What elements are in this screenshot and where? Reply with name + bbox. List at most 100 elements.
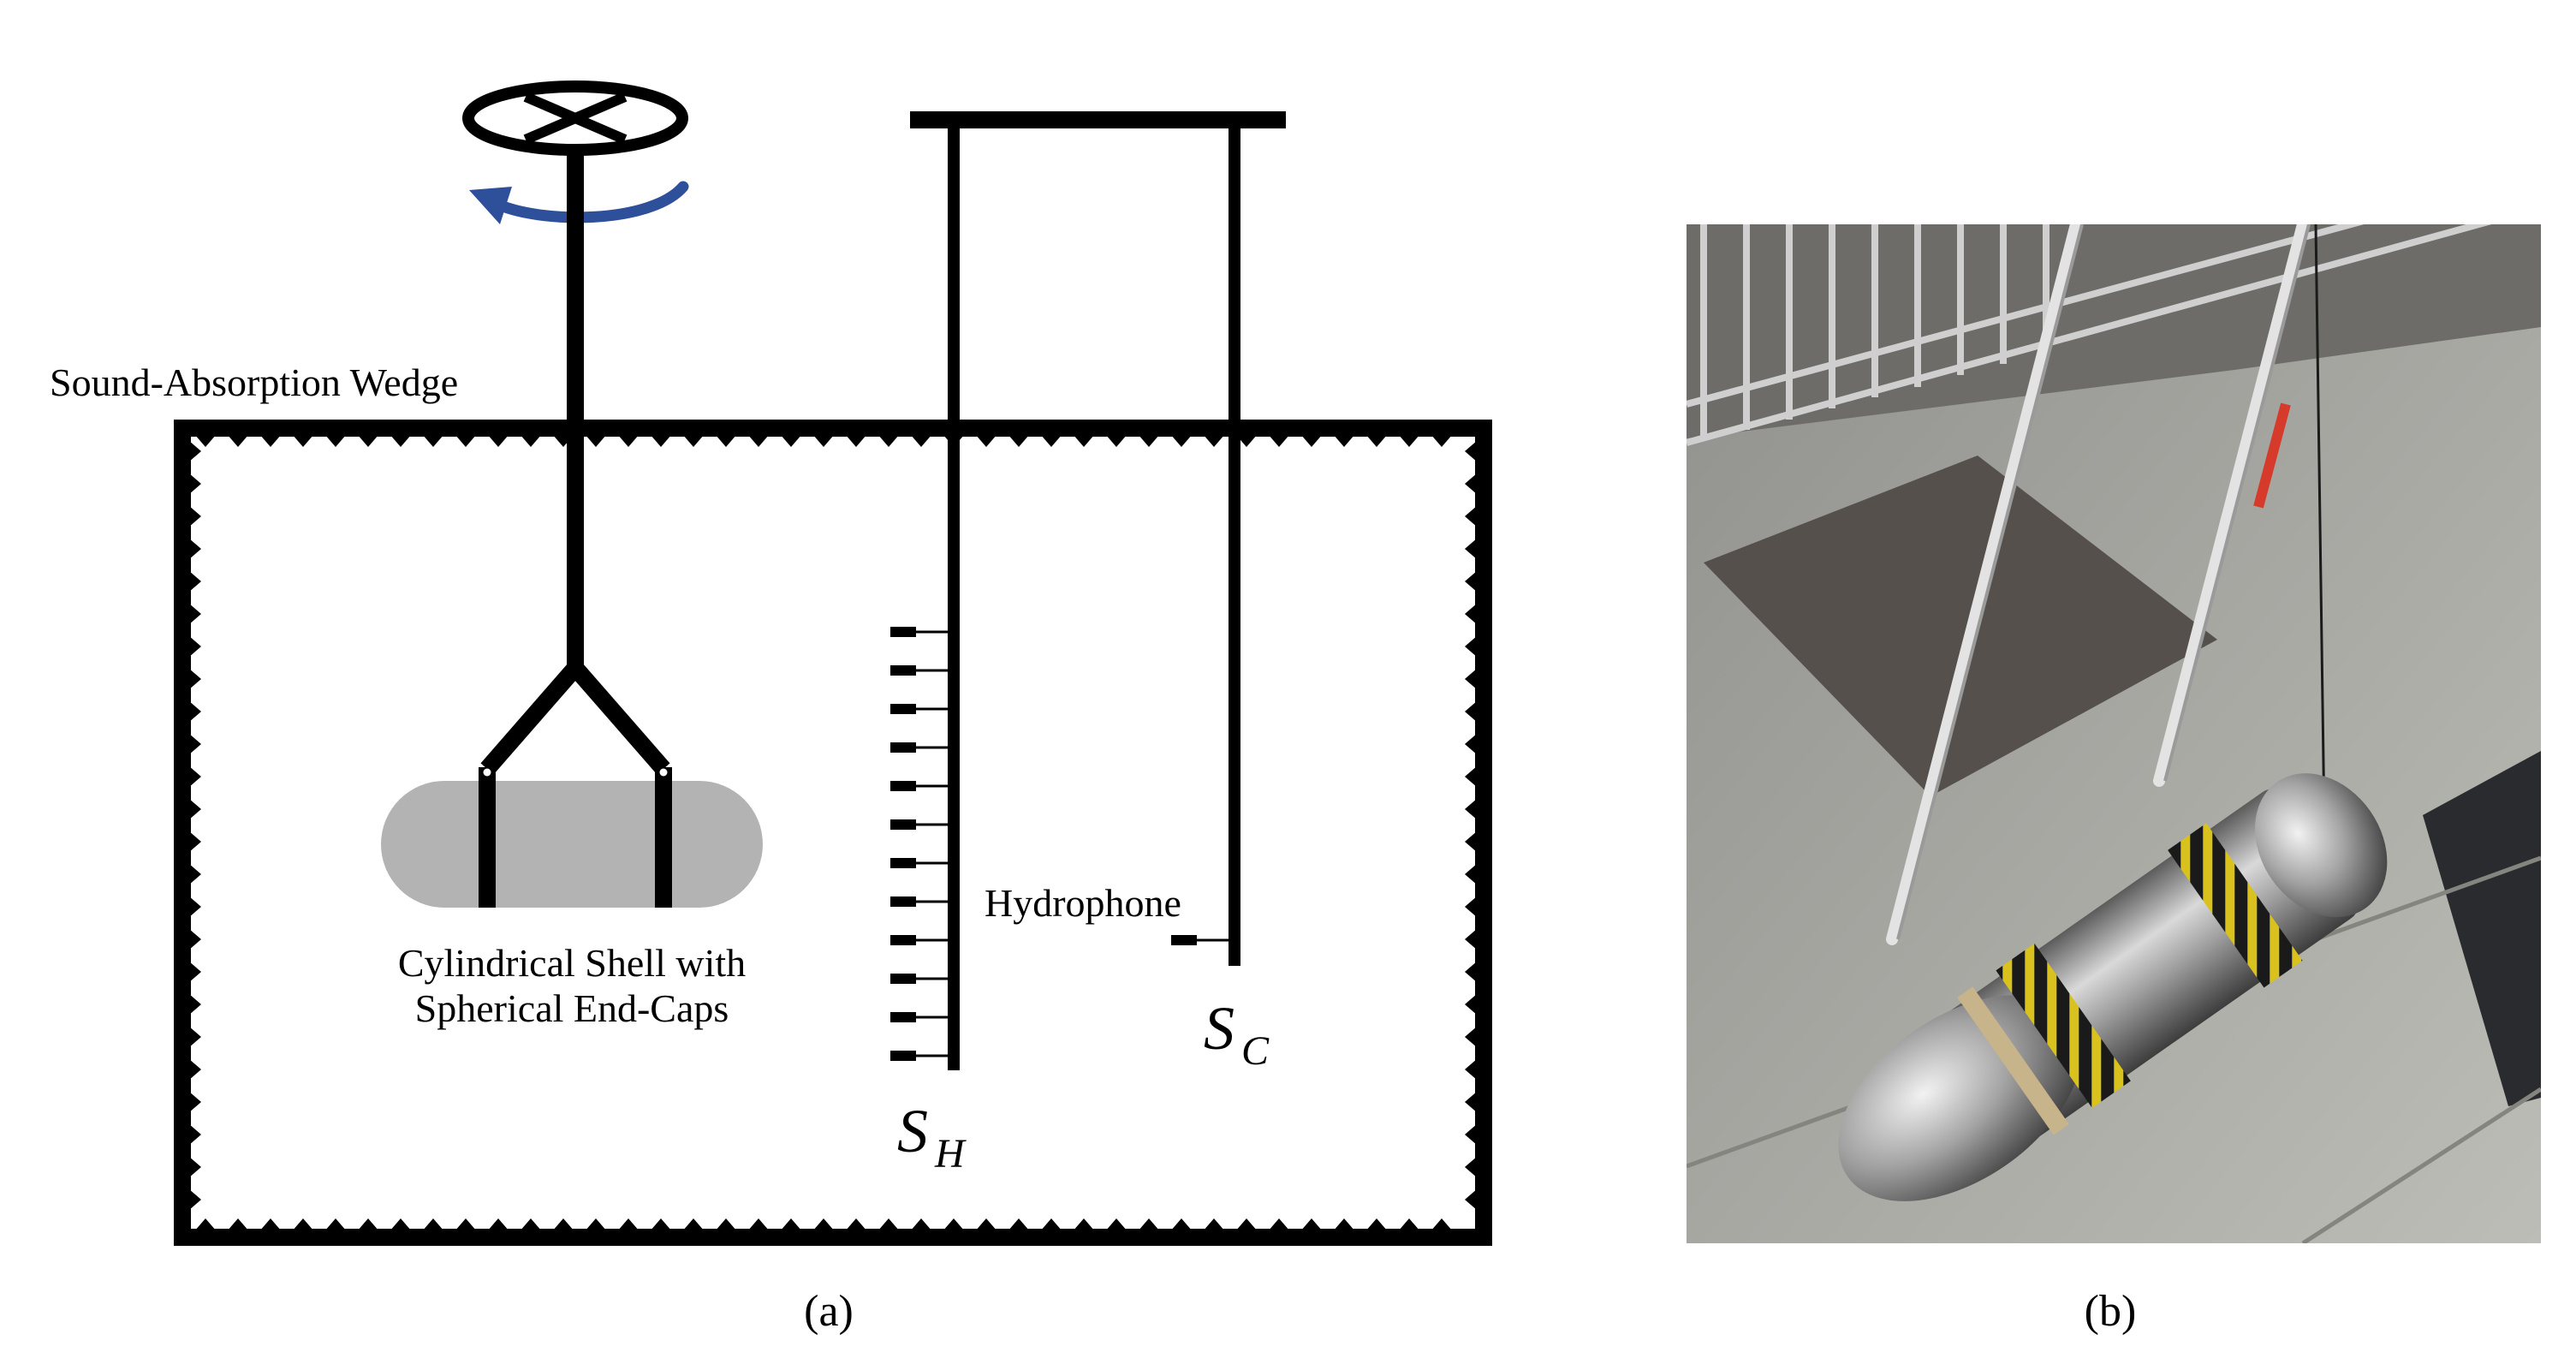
hydrophone-element — [890, 781, 916, 791]
absorption-wedge — [1263, 428, 1295, 447]
absorption-wedge — [775, 428, 807, 447]
absorption-wedge — [1465, 923, 1484, 956]
absorption-wedge — [677, 428, 710, 447]
absorption-wedge — [182, 858, 201, 890]
absorption-wedge — [182, 468, 201, 500]
absorption-wedge — [189, 428, 222, 447]
absorption-wedge — [1465, 565, 1484, 598]
absorption-wedge — [182, 1053, 201, 1086]
absorption-wedge — [352, 1218, 384, 1237]
absorption-wedge — [449, 1218, 482, 1237]
absorption-wedge — [1465, 468, 1484, 500]
absorption-wedge — [1465, 1118, 1484, 1151]
absorption-wedge — [1465, 890, 1484, 923]
absorption-wedge — [182, 956, 201, 988]
sound-absorption-wedges-bottom — [189, 1218, 1458, 1237]
absorption-wedge — [1133, 428, 1165, 447]
absorption-wedge — [515, 428, 547, 447]
svg-text:S: S — [1204, 994, 1234, 1063]
absorption-wedge — [840, 428, 872, 447]
absorption-wedge — [1263, 1218, 1295, 1237]
absorption-wedge — [1068, 1218, 1100, 1237]
absorption-wedge — [1198, 428, 1230, 447]
absorption-wedge — [1465, 760, 1484, 793]
absorption-wedge — [182, 1086, 201, 1118]
absorption-wedge — [1465, 956, 1484, 988]
absorption-wedge — [1035, 1218, 1068, 1237]
absorption-wedge — [1465, 858, 1484, 890]
absorption-wedge — [1165, 1218, 1198, 1237]
cylindrical-shell — [381, 781, 763, 908]
water-tank — [174, 420, 1492, 1246]
absorption-wedge — [1198, 1218, 1230, 1237]
absorption-wedge — [1465, 1053, 1484, 1086]
absorption-wedge — [1425, 1218, 1458, 1237]
absorption-wedge — [1465, 728, 1484, 760]
absorption-wedge — [182, 1183, 201, 1216]
hydrophone-element — [890, 627, 916, 637]
absorption-wedge — [710, 428, 742, 447]
hydrophone-support-frame — [910, 111, 1286, 1070]
absorption-wedge — [1360, 428, 1393, 447]
hydrophone-sc — [1171, 935, 1234, 945]
absorption-wedge — [742, 1218, 775, 1237]
hydrophone-element — [890, 819, 916, 830]
absorption-wedge — [1465, 500, 1484, 533]
absorption-wedge — [1465, 1151, 1484, 1183]
rotation-arrow-icon — [469, 181, 689, 224]
absorption-wedge — [352, 428, 384, 447]
absorption-wedge — [807, 428, 840, 447]
absorption-wedge — [872, 1218, 905, 1237]
absorption-wedge — [1465, 1086, 1484, 1118]
absorption-wedge — [417, 428, 449, 447]
svg-text:S: S — [897, 1097, 928, 1165]
absorption-wedge — [182, 988, 201, 1021]
shell-label-line1: Cylindrical Shell with — [398, 941, 746, 985]
absorption-wedge — [182, 1151, 201, 1183]
absorption-wedge — [182, 630, 201, 663]
absorption-wedge — [449, 428, 482, 447]
absorption-wedge — [222, 428, 254, 447]
hydrophone-element — [890, 935, 916, 945]
absorption-wedge — [1465, 793, 1484, 825]
absorption-wedge — [1465, 598, 1484, 630]
absorption-wedge — [1465, 695, 1484, 728]
absorption-wedge — [482, 428, 515, 447]
hydrophone-element — [890, 858, 916, 868]
absorption-wedge — [905, 428, 937, 447]
hydrophone-element — [890, 704, 916, 714]
absorption-wedge — [254, 428, 287, 447]
absorption-wedge — [1465, 988, 1484, 1021]
absorption-wedge — [872, 428, 905, 447]
rotation-wheel-icon — [462, 80, 688, 156]
rotating-shaft — [480, 147, 670, 775]
absorption-wedge — [182, 663, 201, 695]
sound-absorption-wedges-left — [182, 435, 201, 1216]
absorption-wedge — [1465, 533, 1484, 565]
absorption-wedge — [1328, 428, 1360, 447]
absorption-wedge — [1465, 663, 1484, 695]
absorption-wedge — [937, 1218, 970, 1237]
absorption-wedge — [742, 428, 775, 447]
hydrophone-element — [890, 896, 916, 907]
absorption-wedge — [182, 760, 201, 793]
absorption-wedge — [1230, 1218, 1263, 1237]
absorption-wedge — [612, 1218, 645, 1237]
absorption-wedge — [1393, 1218, 1425, 1237]
absorption-wedge — [182, 533, 201, 565]
absorption-wedge — [384, 1218, 417, 1237]
absorption-wedge — [1002, 1218, 1035, 1237]
hydrophone-label: Hydrophone — [985, 881, 1181, 925]
shell-label-line2: Spherical End-Caps — [415, 986, 729, 1030]
absorption-wedge — [580, 428, 612, 447]
sh-symbol-label: S H — [897, 1097, 967, 1176]
hydrophone-array-sh — [890, 627, 954, 1061]
hydrophone-element — [890, 742, 916, 753]
absorption-wedge — [182, 500, 201, 533]
hydrophone-element — [890, 1051, 916, 1061]
absorption-wedge — [319, 1218, 352, 1237]
absorption-wedge — [189, 1218, 222, 1237]
absorption-wedge — [1295, 1218, 1328, 1237]
absorption-wedge — [1465, 1183, 1484, 1216]
absorption-wedge — [1425, 428, 1458, 447]
